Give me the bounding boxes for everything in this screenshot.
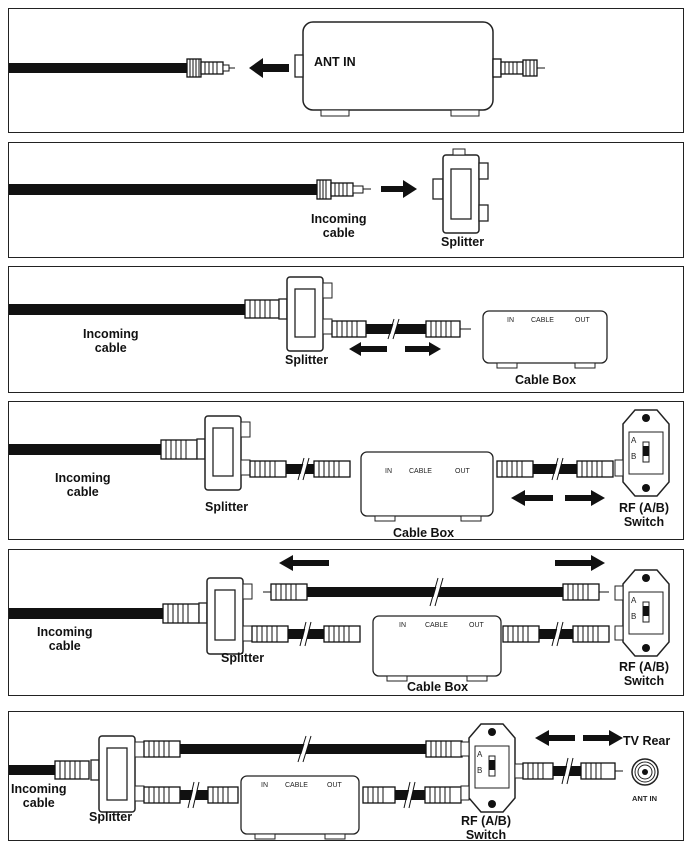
arrow-right-icon [583, 730, 623, 746]
cable-box-out-label: OUT [575, 317, 590, 324]
coax-jumper-cable [362, 781, 462, 809]
cable-box-out-label: OUT [455, 468, 470, 475]
splitter-device [432, 148, 489, 234]
ant-in-label: ANT IN [632, 794, 657, 803]
cable-box-in-label: IN [385, 468, 392, 475]
rf-switch-label: RF (A/B) Switch [619, 660, 669, 688]
step2-drawing [9, 148, 489, 234]
step6-panel: Incoming cable Splitter RF (A/B) Switch … [8, 711, 684, 842]
splitter-label: Splitter [89, 810, 133, 824]
cable-box-label: Cable Box [393, 526, 455, 540]
splitter-label: Splitter [205, 500, 249, 514]
coax-cable [9, 444, 161, 455]
step1-panel: ANT IN [8, 8, 684, 133]
step5-drawing [9, 555, 670, 682]
cable-box-cable-label: CABLE [425, 622, 448, 629]
cable-box-device [482, 310, 608, 369]
incoming-cable-label: Incoming cable [37, 625, 93, 653]
coax-jumper-cable [249, 457, 351, 481]
step1-drawing [9, 21, 545, 117]
cable-box-cable-label: CABLE [531, 317, 554, 324]
coax-connector [160, 439, 198, 460]
tv-rear-label: TV Rear [623, 734, 671, 748]
cable-box-device [240, 775, 360, 840]
splitter-label: Splitter [285, 353, 329, 367]
arrow-right-icon [405, 342, 441, 356]
step3-panel: Incoming cable Splitter Cable Box IN CAB… [8, 266, 684, 393]
switch-b-label: B [631, 612, 637, 621]
coax-cable [9, 304, 245, 315]
arrow-left-icon [535, 730, 575, 746]
coax-connector [186, 58, 235, 78]
switch-a-label: A [631, 596, 637, 605]
coax-connector [54, 760, 90, 780]
coax-jumper-cable [496, 457, 614, 481]
coax-connector [316, 179, 371, 200]
coax-cable [9, 184, 319, 195]
rf-switch-label: RF (A/B) Switch [619, 501, 669, 529]
coax-cable [9, 608, 163, 619]
coax-jumper-cable [522, 757, 623, 785]
coax-jumper-cable [251, 621, 361, 647]
arrow-right-icon [381, 180, 417, 198]
coax-jumper-cable [143, 735, 463, 763]
splitter-device [196, 415, 251, 491]
rf-ab-switch-device [460, 723, 524, 813]
rf-ab-switch-device [614, 409, 670, 497]
cable-box-device [360, 451, 494, 522]
cable-box-cable-label: CABLE [409, 468, 432, 475]
step3-drawing [9, 276, 608, 369]
splitter-device [198, 577, 253, 655]
switch-a-label: A [631, 436, 637, 445]
step4-panel: Incoming cable Splitter Cable Box RF (A/… [8, 401, 684, 540]
tv-ant-in-jack-icon [631, 758, 659, 786]
switch-a-label: A [477, 750, 483, 759]
cable-box-label: Cable Box [407, 680, 469, 694]
coax-connector [162, 603, 200, 624]
switch-b-label: B [477, 766, 483, 775]
step6-drawing [9, 723, 659, 840]
incoming-cable-label: Incoming cable [11, 782, 67, 810]
arrow-right-icon [555, 555, 605, 571]
arrow-left-icon [249, 58, 289, 78]
switch-b-label: B [631, 452, 637, 461]
coax-connector [492, 58, 545, 78]
cable-box-in-label: IN [507, 317, 514, 324]
cable-box-out-label: OUT [327, 782, 342, 789]
coax-jumper-cable [143, 781, 239, 809]
rf-ab-switch-device [614, 569, 670, 657]
cable-box-in-label: IN [261, 782, 268, 789]
coax-jumper-cable [263, 577, 609, 607]
rf-switch-label: RF (A/B) Switch [461, 814, 511, 842]
step2-panel: Incoming cable Splitter [8, 142, 684, 258]
coax-jumper-cable [331, 318, 471, 340]
incoming-cable-label: Incoming cable [55, 471, 111, 499]
arrow-left-icon [511, 490, 553, 506]
ant-in-label: ANT IN [314, 55, 356, 69]
incoming-cable-label: Incoming cable [83, 327, 139, 355]
cable-box-cable-label: CABLE [285, 782, 308, 789]
arrow-left-icon [279, 555, 329, 571]
splitter-device [278, 276, 333, 352]
coax-cable [9, 765, 55, 775]
step4-drawing [9, 409, 670, 522]
step5-panel: Incoming cable Splitter Cable Box RF (A/… [8, 549, 684, 696]
arrow-left-icon [349, 342, 387, 356]
cable-box-in-label: IN [399, 622, 406, 629]
cable-box-label: Cable Box [515, 373, 577, 387]
splitter-label: Splitter [221, 651, 265, 665]
coax-connector [244, 299, 280, 319]
coax-jumper-cable [502, 621, 610, 647]
cable-box-out-label: OUT [469, 622, 484, 629]
coax-cable [9, 63, 189, 73]
incoming-cable-label: Incoming cable [311, 212, 367, 240]
arrow-right-icon [565, 490, 605, 506]
cable-box-device [372, 615, 502, 682]
splitter-label: Splitter [441, 235, 485, 249]
splitter-device [90, 735, 145, 813]
